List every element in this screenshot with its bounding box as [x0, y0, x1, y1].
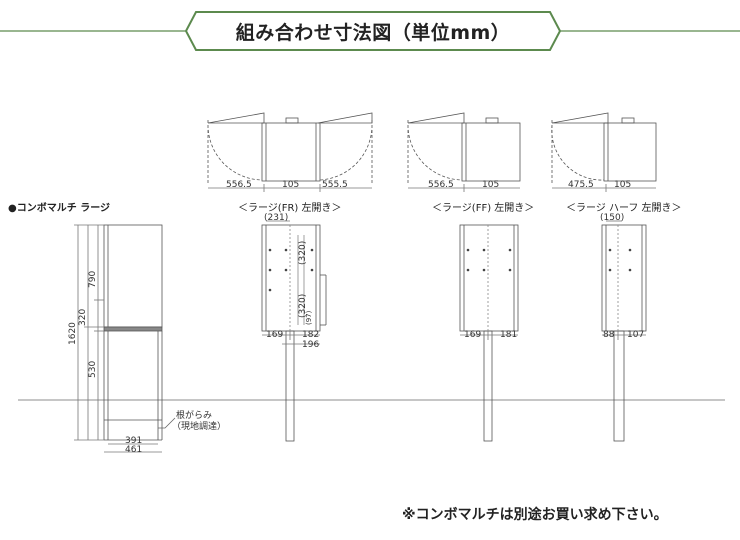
- view-title-ff: ＜ラージ(FF) 左開き＞: [432, 203, 535, 214]
- top-view-ff: [407, 112, 521, 192]
- dim-fr-mid: 105: [282, 180, 300, 190]
- dim-outer-width: 461: [125, 445, 143, 455]
- dim-total-height: 1620: [68, 322, 78, 345]
- front-view-ff: [459, 224, 519, 442]
- page-title: 組み合わせ寸法図（単位mm）: [235, 21, 511, 44]
- dim-mid-height: 320: [78, 308, 88, 326]
- left-side-view: [74, 224, 176, 453]
- note-line-1: 根がらみ: [176, 411, 213, 421]
- dim-inner-width: 391: [125, 436, 143, 446]
- top-view-half: [551, 112, 657, 192]
- dim-half-bottom-right: 107: [627, 330, 645, 340]
- dim-fr-bottom-right: 182: [302, 330, 320, 340]
- dim-fr-top: (231): [264, 213, 289, 223]
- dim-fr-bottom-left: 169: [266, 330, 284, 340]
- note-line-2: （現地調達）: [172, 422, 227, 432]
- dim-ff-bottom-left: 169: [464, 330, 482, 340]
- dim-half-mid: 105: [614, 180, 632, 190]
- front-view-fr: [261, 220, 327, 442]
- dim-ff-bottom-right: 181: [500, 330, 518, 340]
- dim-bottom-height: 530: [88, 360, 98, 378]
- dim-half-bottom-left: 88: [603, 330, 615, 340]
- dim-fr-bottom-lower: 196: [302, 340, 320, 350]
- dim-top-height: 790: [88, 270, 98, 288]
- dim-half-top: (150): [600, 213, 625, 223]
- dim-fr-vert3: (97): [305, 310, 313, 325]
- top-view-fr: [207, 112, 373, 192]
- dim-half-left: 475.5: [568, 180, 594, 190]
- left-heading: ●コンボマルチ ラージ: [8, 203, 111, 214]
- title-banner: [0, 11, 740, 51]
- dim-fr-left: 556.5: [226, 180, 252, 190]
- view-title-half: ＜ラージ ハーフ 左開き＞: [566, 203, 682, 214]
- dim-ff-mid: 105: [482, 180, 500, 190]
- dim-ff-left: 556.5: [428, 180, 454, 190]
- footer-note: ※コンボマルチは別途お買い求め下さい。: [402, 507, 668, 523]
- dim-fr-vert1: (320): [298, 240, 308, 265]
- view-title-fr: ＜ラージ(FR) 左開き＞: [238, 203, 342, 214]
- dim-fr-right: 555.5: [322, 180, 348, 190]
- front-view-half: [601, 220, 647, 442]
